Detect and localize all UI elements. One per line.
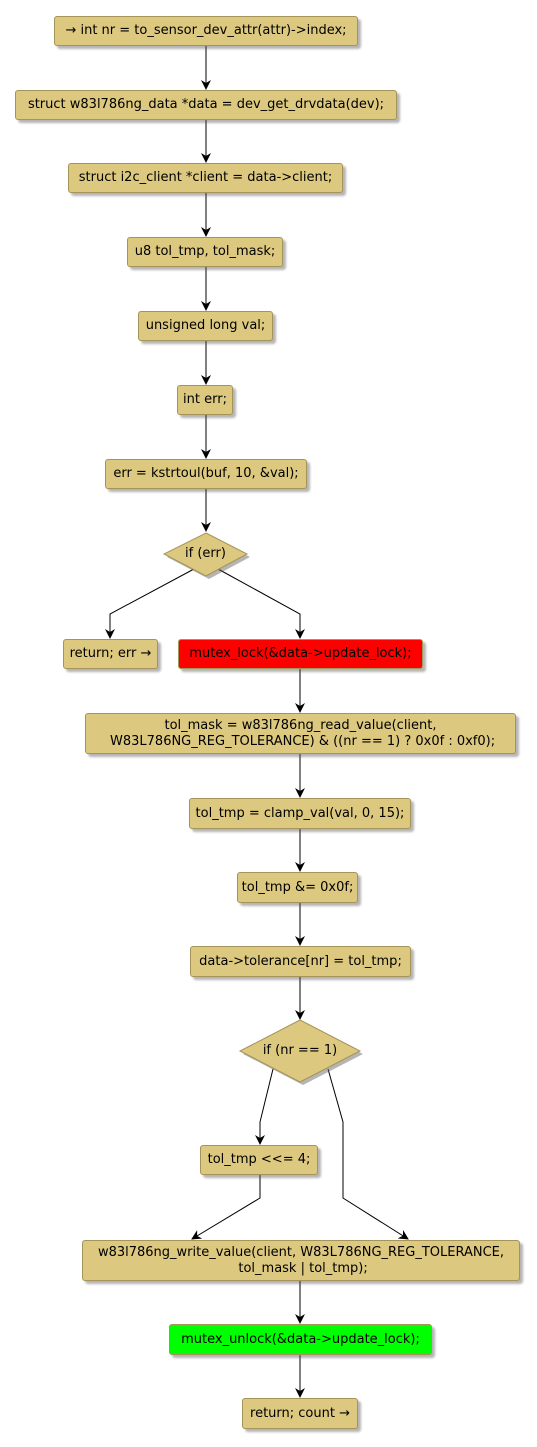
node-clamp-val[interactable]: tol_tmp = clamp_val(val, 0, 15); — [189, 798, 411, 829]
node-mutex-unlock[interactable]: mutex_unlock(&data->update_lock); — [169, 1324, 432, 1355]
node-val-decl[interactable]: unsigned long val; — [138, 311, 273, 341]
node-return-err[interactable]: return; err → — [63, 639, 158, 669]
node-nr-index[interactable]: → int nr = to_sensor_dev_attr(attr)->ind… — [54, 16, 358, 46]
node-kstrtoul[interactable]: err = kstrtoul(buf, 10, &val); — [105, 459, 307, 489]
node-tol-tmp-shift[interactable]: tol_tmp <<= 4; — [200, 1145, 318, 1175]
node-mutex-lock[interactable]: mutex_lock(&data->update_lock); — [178, 639, 423, 669]
node-data-drvdata[interactable]: struct w83l786ng_data *data = dev_get_dr… — [15, 90, 397, 120]
node-tol-decl[interactable]: u8 tol_tmp, tol_mask; — [127, 237, 283, 267]
edge — [255, 1068, 274, 1145]
edge — [217, 568, 305, 639]
node-tol-tmp-mask[interactable]: tol_tmp &= 0x0f; — [237, 872, 358, 903]
node-err-decl[interactable]: int err; — [177, 385, 233, 415]
decision-if-err-label: if (err) — [185, 546, 226, 561]
node-write-value[interactable]: w83l786ng_write_value(client, W83L786NG_… — [82, 1240, 520, 1281]
node-client[interactable]: struct i2c_client *client = data->client… — [68, 163, 343, 193]
node-return-count[interactable]: return; count → — [242, 1398, 358, 1429]
decision-if-nr-label: if (nr == 1) — [262, 1043, 338, 1058]
node-tolerance-assign[interactable]: data->tolerance[nr] = tol_tmp; — [190, 946, 411, 977]
decision-if-nr-eq-1 — [238, 1019, 362, 1083]
edge — [327, 1068, 409, 1240]
edge — [191, 1175, 261, 1240]
decision-if-err — [162, 532, 249, 577]
edge — [105, 568, 195, 639]
node-tol-mask-read[interactable]: tol_mask = w83l786ng_read_value(client, … — [85, 713, 516, 754]
